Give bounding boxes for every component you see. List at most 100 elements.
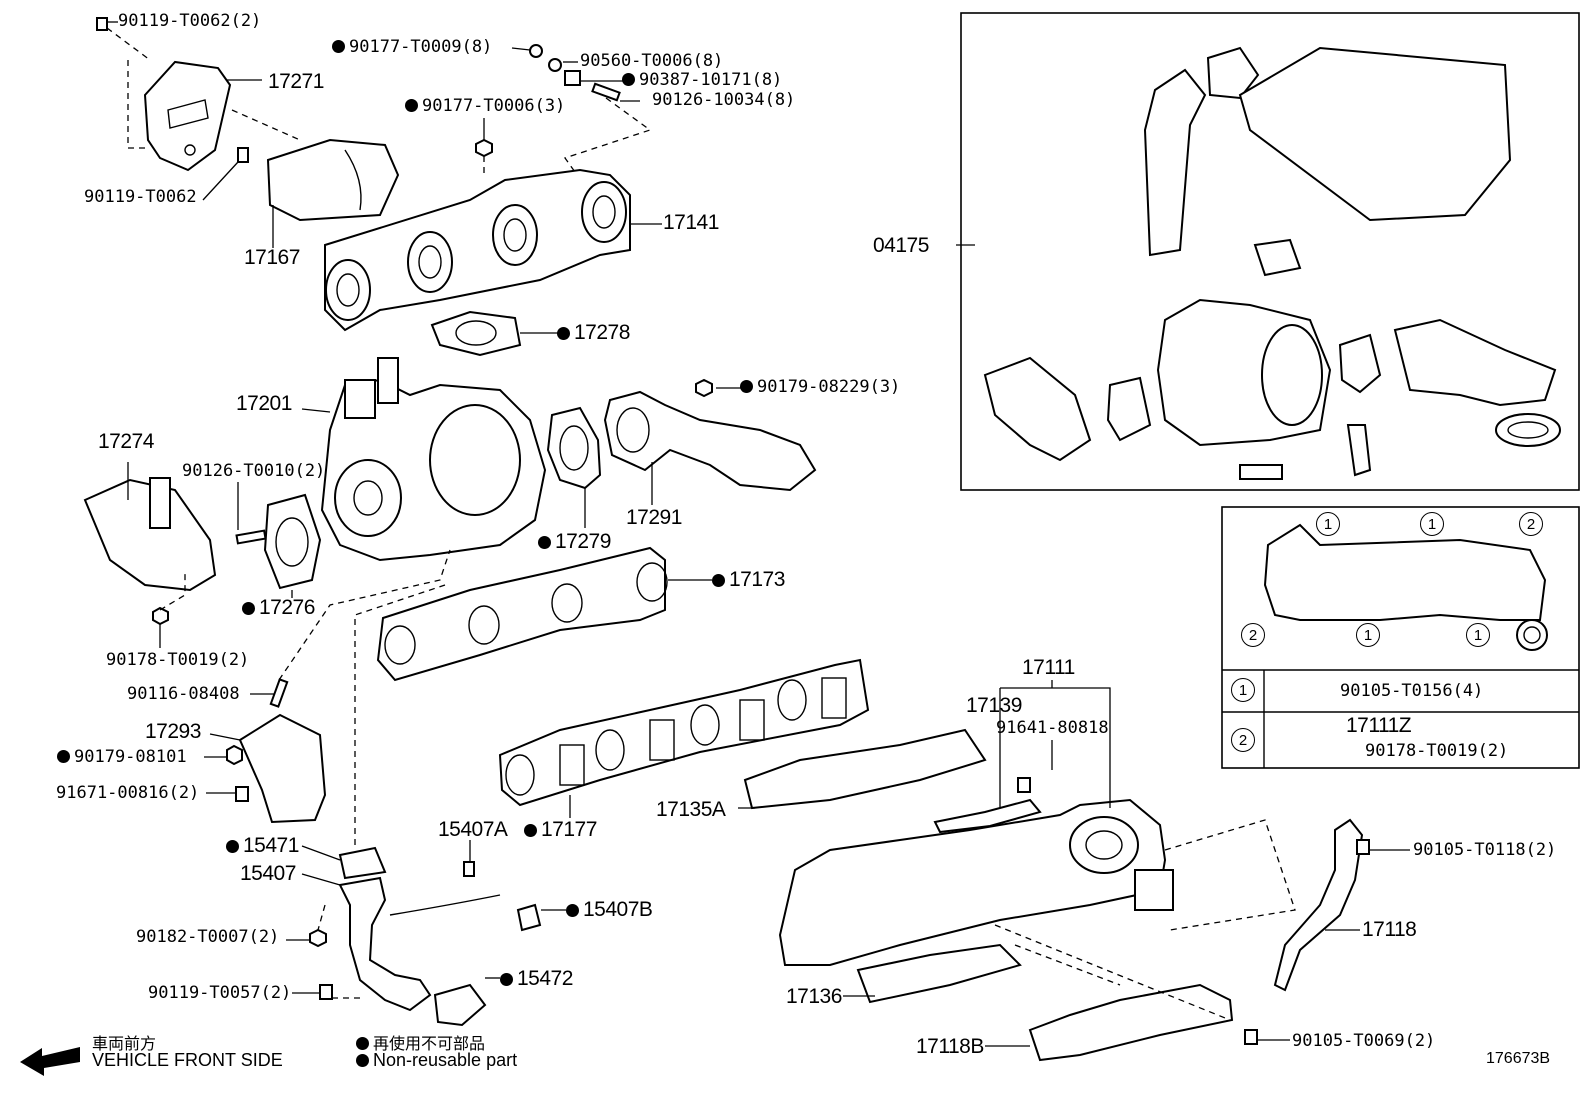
legend-front-en: VEHICLE FRONT SIDE xyxy=(92,1050,283,1070)
part-label: 90116-08408 xyxy=(127,684,240,704)
inset-row-part: 90178-T0019(2) xyxy=(1365,741,1509,761)
nonreusable-dot-icon xyxy=(740,380,753,393)
part-label: 90105-T0069(2) xyxy=(1292,1031,1436,1051)
part-label-nonreusable: 17278 xyxy=(557,321,630,344)
part-label: 90560-T0006(8) xyxy=(580,51,724,71)
gasket-15472 xyxy=(433,983,487,1027)
lever-17139 xyxy=(933,798,1042,834)
nonreusable-dot-icon xyxy=(242,602,255,615)
front-arrow xyxy=(20,1047,80,1076)
nonreusable-dot-icon xyxy=(622,73,635,86)
bracket-17293 xyxy=(238,713,327,824)
part-label-nonreusable: 90179-08101 xyxy=(57,748,187,767)
part-label: 17274 xyxy=(98,430,154,453)
inset-row-marker: 2 xyxy=(1231,728,1255,752)
intake-manifold-17111 xyxy=(778,798,1167,966)
part-label-nonreusable: 17279 xyxy=(538,530,611,553)
egr-pipe-15407 xyxy=(338,876,432,1012)
part-label: 04175 xyxy=(873,234,929,257)
gasket-15471 xyxy=(338,846,387,880)
nonreusable-dot-icon xyxy=(226,840,239,853)
part-label: 17136 xyxy=(786,985,842,1008)
part-label: 90119-T0062 xyxy=(84,187,197,207)
heat-insulator-17271 xyxy=(143,60,232,172)
part-label: 90119-T0062(2) xyxy=(118,11,262,31)
part-label: 90178-T0019(2) xyxy=(106,650,250,670)
part-label: 17201 xyxy=(236,392,292,415)
gasket-17278 xyxy=(430,310,522,357)
part-label: 15407A xyxy=(438,818,508,841)
part-label: 17135A xyxy=(656,798,726,821)
part-label: 17271 xyxy=(268,70,324,93)
part-label: 91641-80818 xyxy=(996,718,1109,738)
bracket-17118B xyxy=(1028,983,1234,1062)
fasteners xyxy=(96,17,1370,1045)
assembly-sketch xyxy=(983,46,1561,480)
nonreusable-dot-icon xyxy=(405,99,418,112)
insulator-17135A xyxy=(743,728,987,810)
nonreusable-dot-icon xyxy=(557,327,570,340)
gasket-17177 xyxy=(498,658,870,807)
part-label: 91671-00816(2) xyxy=(56,783,200,803)
legend-nonreuse-jp: 再使用不可部品 xyxy=(356,1030,485,1054)
part-label: 15407 xyxy=(240,862,296,885)
part-label-nonreusable: 15472 xyxy=(500,967,573,990)
bracket-17118 xyxy=(1273,818,1364,992)
intake-pipe-17274 xyxy=(83,478,217,592)
part-label: 17118 xyxy=(1362,918,1417,941)
inset-callout: 1 xyxy=(1420,512,1444,536)
part-label: 90126-10034(8) xyxy=(652,90,796,110)
exhaust-pipe-17291 xyxy=(603,390,817,492)
nonreusable-dot-icon xyxy=(712,574,725,587)
nonreusable-dot-icon xyxy=(566,904,579,917)
inset-callout: 2 xyxy=(1241,623,1265,647)
inset-callout: 1 xyxy=(1356,623,1380,647)
manifold-insulator-17167 xyxy=(266,138,400,222)
part-label: 90182-T0007(2) xyxy=(136,927,280,947)
nonreusable-dot-icon xyxy=(332,40,345,53)
leader-lines xyxy=(107,21,1410,1047)
exhaust-manifold-17141 xyxy=(324,168,631,332)
nonreusable-dot-icon xyxy=(57,750,70,763)
inset-row-part: 17111Z xyxy=(1346,714,1412,737)
part-label: 17291 xyxy=(626,506,682,529)
inset-box xyxy=(1221,506,1580,769)
nonreusable-dot-icon xyxy=(356,1054,369,1067)
nonreusable-dot-icon xyxy=(524,824,537,837)
gasket-17276 xyxy=(263,493,322,590)
part-label: 90119-T0057(2) xyxy=(148,983,292,1003)
part-label-nonreusable: 90387-10171(8) xyxy=(622,71,782,90)
part-label: 17111 xyxy=(1022,656,1075,679)
legend-nonreuse-en: Non-reusable part xyxy=(356,1050,517,1071)
hose-15407B xyxy=(516,903,542,932)
part-label: 17139 xyxy=(966,694,1022,717)
part-label: 90126-T0010(2) xyxy=(182,461,326,481)
part-label: 17293 xyxy=(145,720,201,743)
part-label-nonreusable: 17177 xyxy=(524,818,597,841)
inset-sketch xyxy=(1263,523,1548,651)
inset-callout: 1 xyxy=(1316,512,1340,536)
nonreusable-dot-icon xyxy=(538,536,551,549)
inset-row-marker: 1 xyxy=(1231,678,1255,702)
gasket-17279 xyxy=(546,406,602,490)
insulator-17136 xyxy=(856,943,1022,1004)
diagram-id: 176673B xyxy=(1486,1050,1551,1067)
part-label-nonreusable: 17173 xyxy=(712,568,785,591)
legend-front-jp: 車両前方 xyxy=(92,1034,157,1053)
part-label-nonreusable: 90177-T0006(3) xyxy=(405,97,565,116)
assembly-box xyxy=(960,12,1580,491)
nonreusable-dot-icon xyxy=(356,1037,369,1050)
inset-row-part: 90105-T0156(4) xyxy=(1340,681,1484,701)
part-label-nonreusable: 15407B xyxy=(566,898,653,921)
part-label-nonreusable: 15471 xyxy=(226,834,299,857)
part-label-nonreusable: 90179-08229(3) xyxy=(740,378,900,397)
part-label: 17141 xyxy=(663,211,719,234)
nonreusable-dot-icon xyxy=(500,973,513,986)
gasket-17173 xyxy=(376,546,666,682)
inset-callout: 2 xyxy=(1519,512,1543,536)
part-label: 90105-T0118(2) xyxy=(1413,840,1557,860)
dashed-lines xyxy=(106,27,1296,1021)
part-label-nonreusable: 17276 xyxy=(242,596,315,619)
